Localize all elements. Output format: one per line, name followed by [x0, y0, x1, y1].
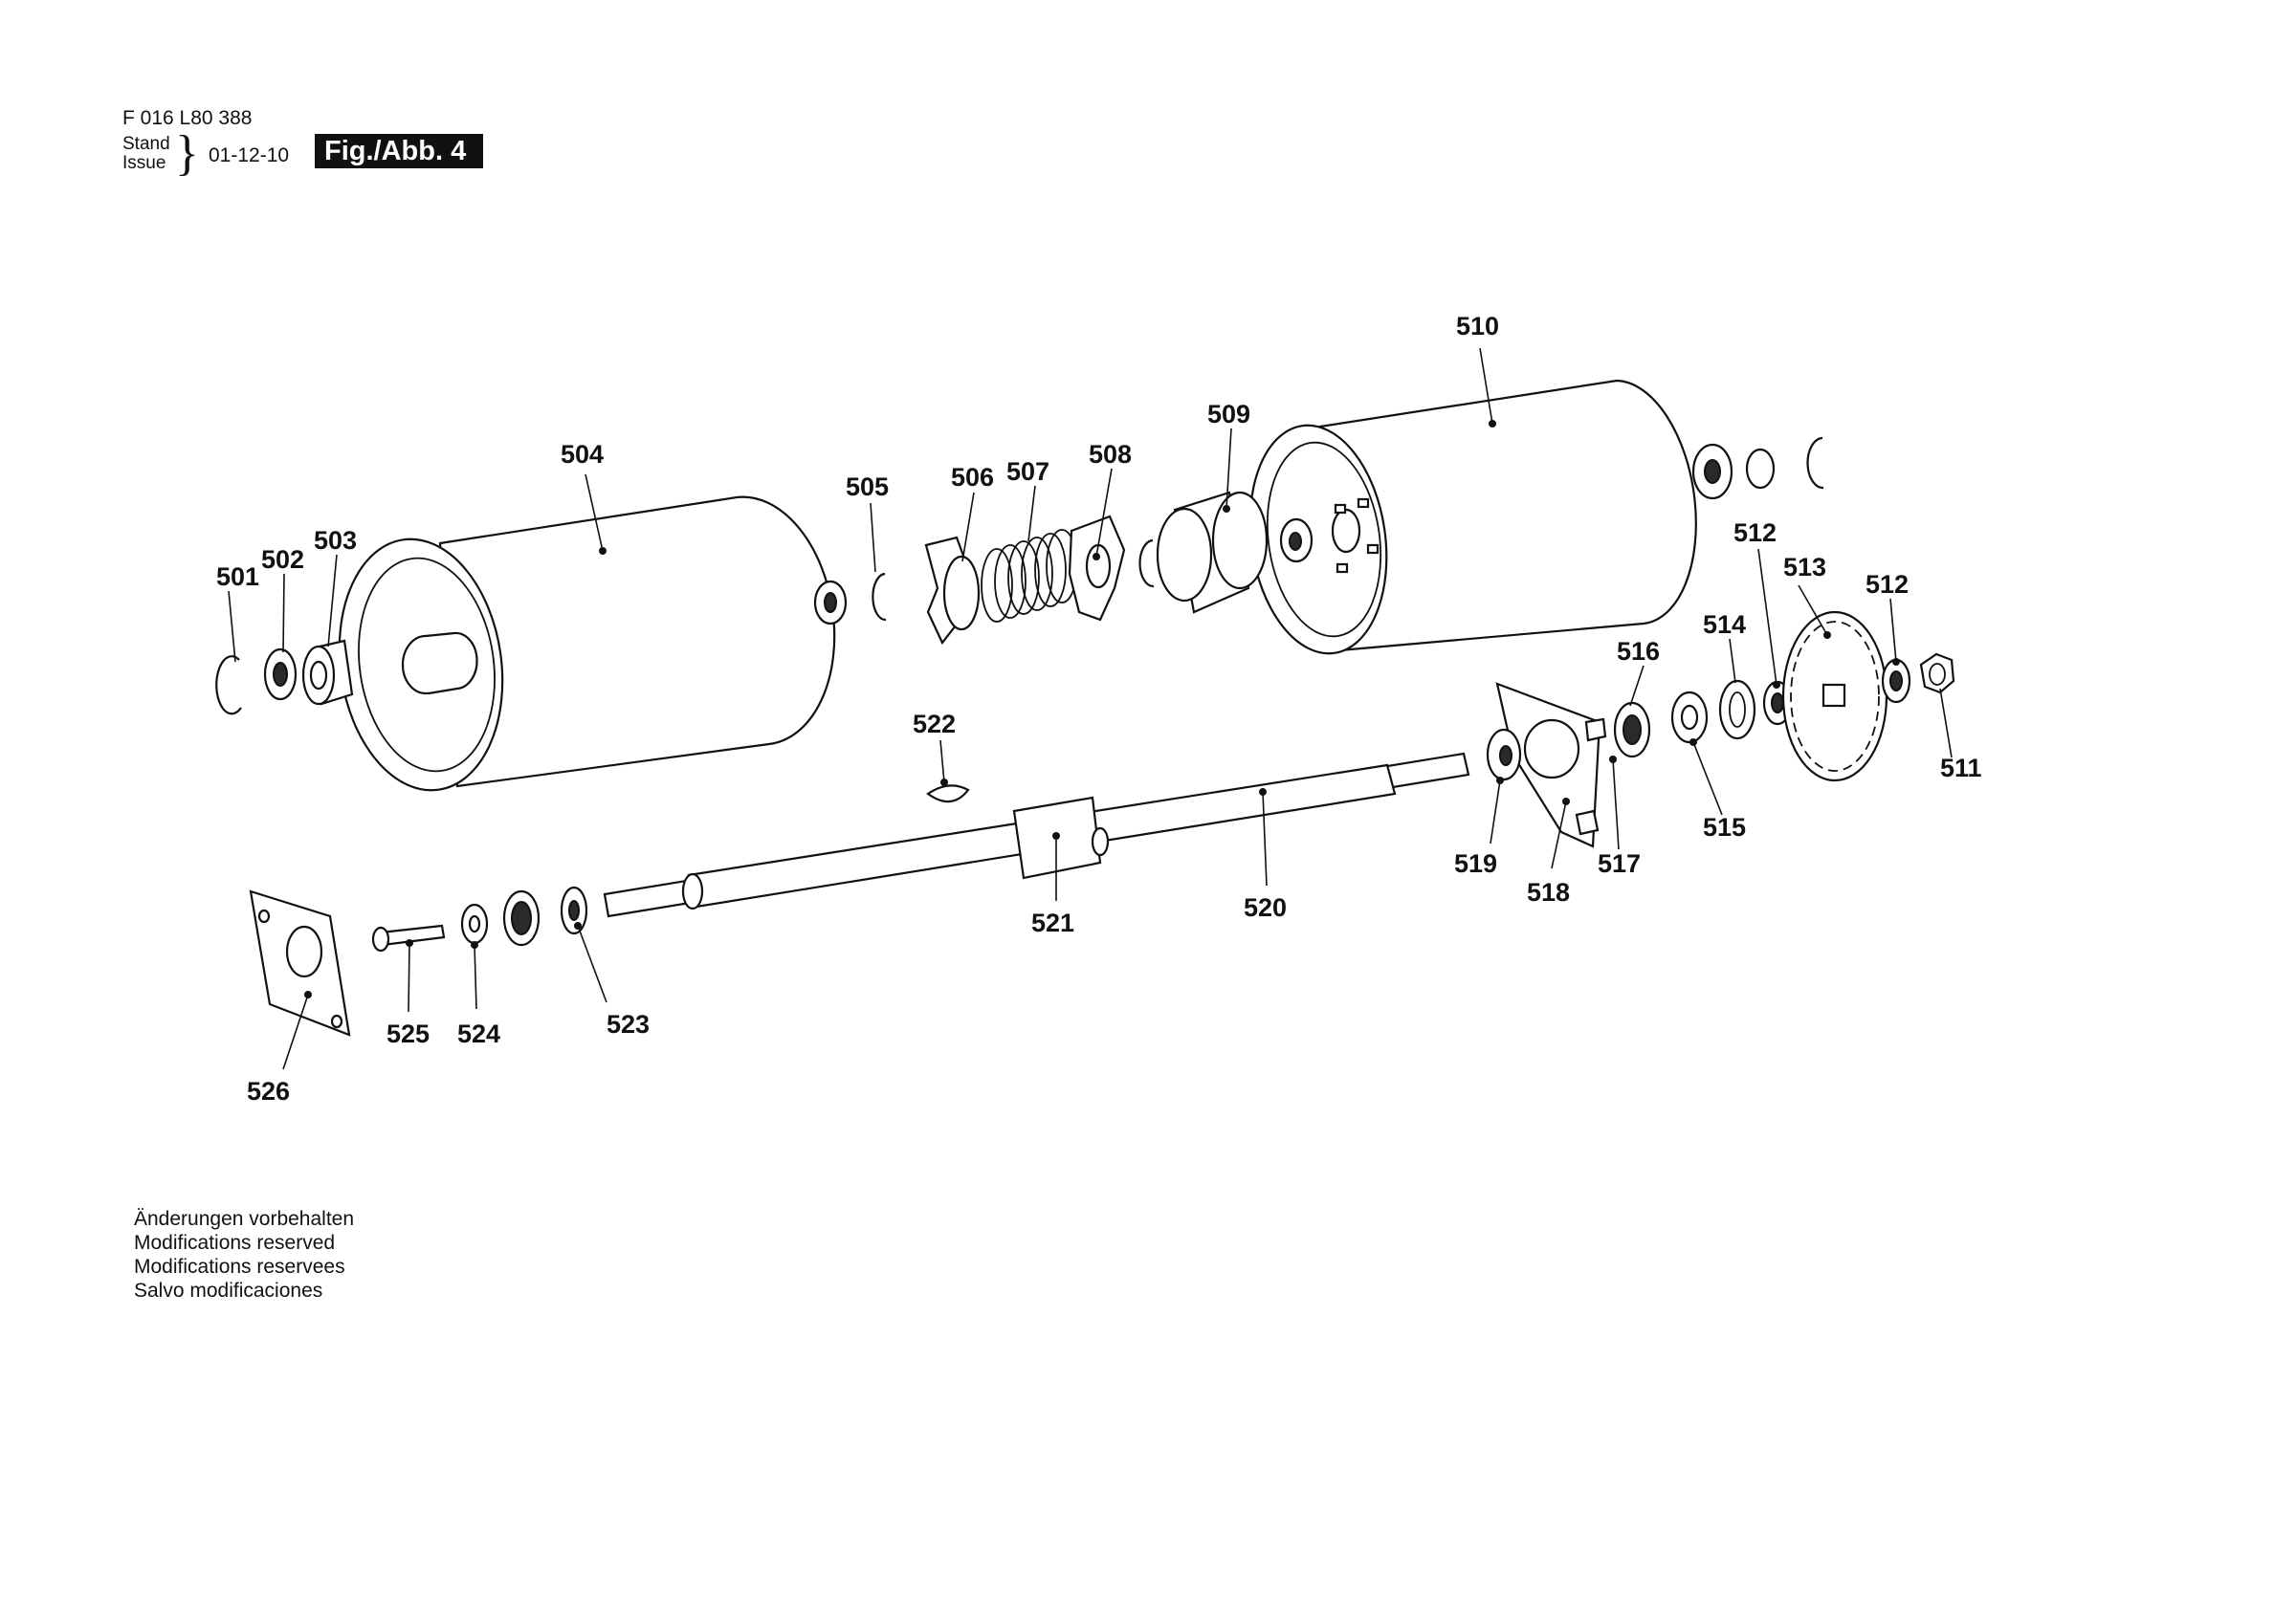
callout-522: 522: [913, 710, 956, 738]
washer-512b: [1881, 658, 1911, 704]
callout-506: 506: [951, 463, 994, 492]
bearing-502: [263, 647, 298, 701]
callout-501: 501: [216, 562, 259, 591]
washer-524: [460, 903, 489, 945]
plate-518: [1495, 682, 1607, 848]
key-522: [926, 784, 970, 803]
issue-label: Issue: [122, 153, 166, 173]
bearing-516: [1613, 701, 1651, 758]
bushing-505: [813, 572, 887, 625]
modification-notes: Änderungen vorbehalten Modifications res…: [134, 1207, 354, 1303]
bearing-523b: [560, 886, 588, 935]
drum-510: [1248, 379, 1697, 655]
brace-glyph: }: [175, 126, 199, 181]
callout-518: 518: [1527, 878, 1570, 907]
callout-512a: 512: [1733, 518, 1777, 547]
circlip-508: [1138, 538, 1155, 588]
plate-526: [249, 889, 351, 1037]
spring-507: [981, 529, 1078, 623]
screw-525: [371, 924, 446, 953]
leader-lines: [228, 347, 1953, 1070]
callout-521: 521: [1031, 909, 1074, 937]
coupling-521: [1012, 796, 1110, 880]
callout-520: 520: [1244, 893, 1287, 922]
washer-519: [1486, 728, 1522, 781]
circlip-501: [215, 655, 242, 715]
callout-517: 517: [1598, 849, 1641, 878]
callout-505: 505: [846, 472, 889, 501]
callout-525: 525: [386, 1020, 430, 1048]
hub-514: [1718, 679, 1756, 740]
callout-513: 513: [1783, 553, 1826, 581]
document-number: F 016 L80 388: [122, 107, 253, 129]
figure-label: Fig./Abb. 4: [315, 134, 483, 168]
callout-512b: 512: [1866, 570, 1909, 599]
stand-issue-labels: Stand Issue: [122, 135, 170, 173]
callout-514: 514: [1703, 610, 1746, 639]
nut-511: [1919, 652, 1955, 694]
callout-523: 523: [607, 1010, 650, 1039]
callout-515: 515: [1703, 813, 1746, 842]
note-english: Modifications reserved: [134, 1232, 336, 1254]
sleeve-509: [1156, 491, 1269, 614]
bushing-515: [1670, 691, 1709, 744]
callout-516: 516: [1617, 637, 1660, 666]
leader-dots: [304, 420, 1900, 998]
note-french: Modifications reservees: [134, 1256, 345, 1278]
callout-507: 507: [1006, 457, 1049, 486]
issue-date: 01-12-10: [209, 144, 290, 166]
callout-509: 509: [1207, 400, 1250, 428]
callout-labels: 501 502 503 504 505 506 507 508 509 510 …: [216, 312, 1982, 1106]
sprocket-513: [1781, 610, 1888, 782]
callout-503: 503: [314, 526, 357, 555]
note-german: Änderungen vorbehalten: [134, 1208, 355, 1230]
stand-label: Stand: [122, 134, 170, 154]
spring-assembly: [924, 515, 1126, 646]
callout-524: 524: [457, 1020, 500, 1048]
callout-508: 508: [1089, 440, 1132, 469]
right-end-parts: [1691, 436, 1824, 500]
drum-504: [338, 495, 836, 792]
bearing-523a: [502, 889, 541, 947]
note-spanish: Salvo modificaciones: [134, 1280, 323, 1302]
callout-519: 519: [1454, 849, 1497, 878]
callout-502: 502: [261, 545, 304, 574]
callout-526: 526: [247, 1077, 290, 1106]
callout-504: 504: [561, 440, 604, 469]
callout-510: 510: [1456, 312, 1499, 340]
bearing-503: [301, 639, 354, 706]
callout-511: 511: [1940, 754, 1982, 782]
